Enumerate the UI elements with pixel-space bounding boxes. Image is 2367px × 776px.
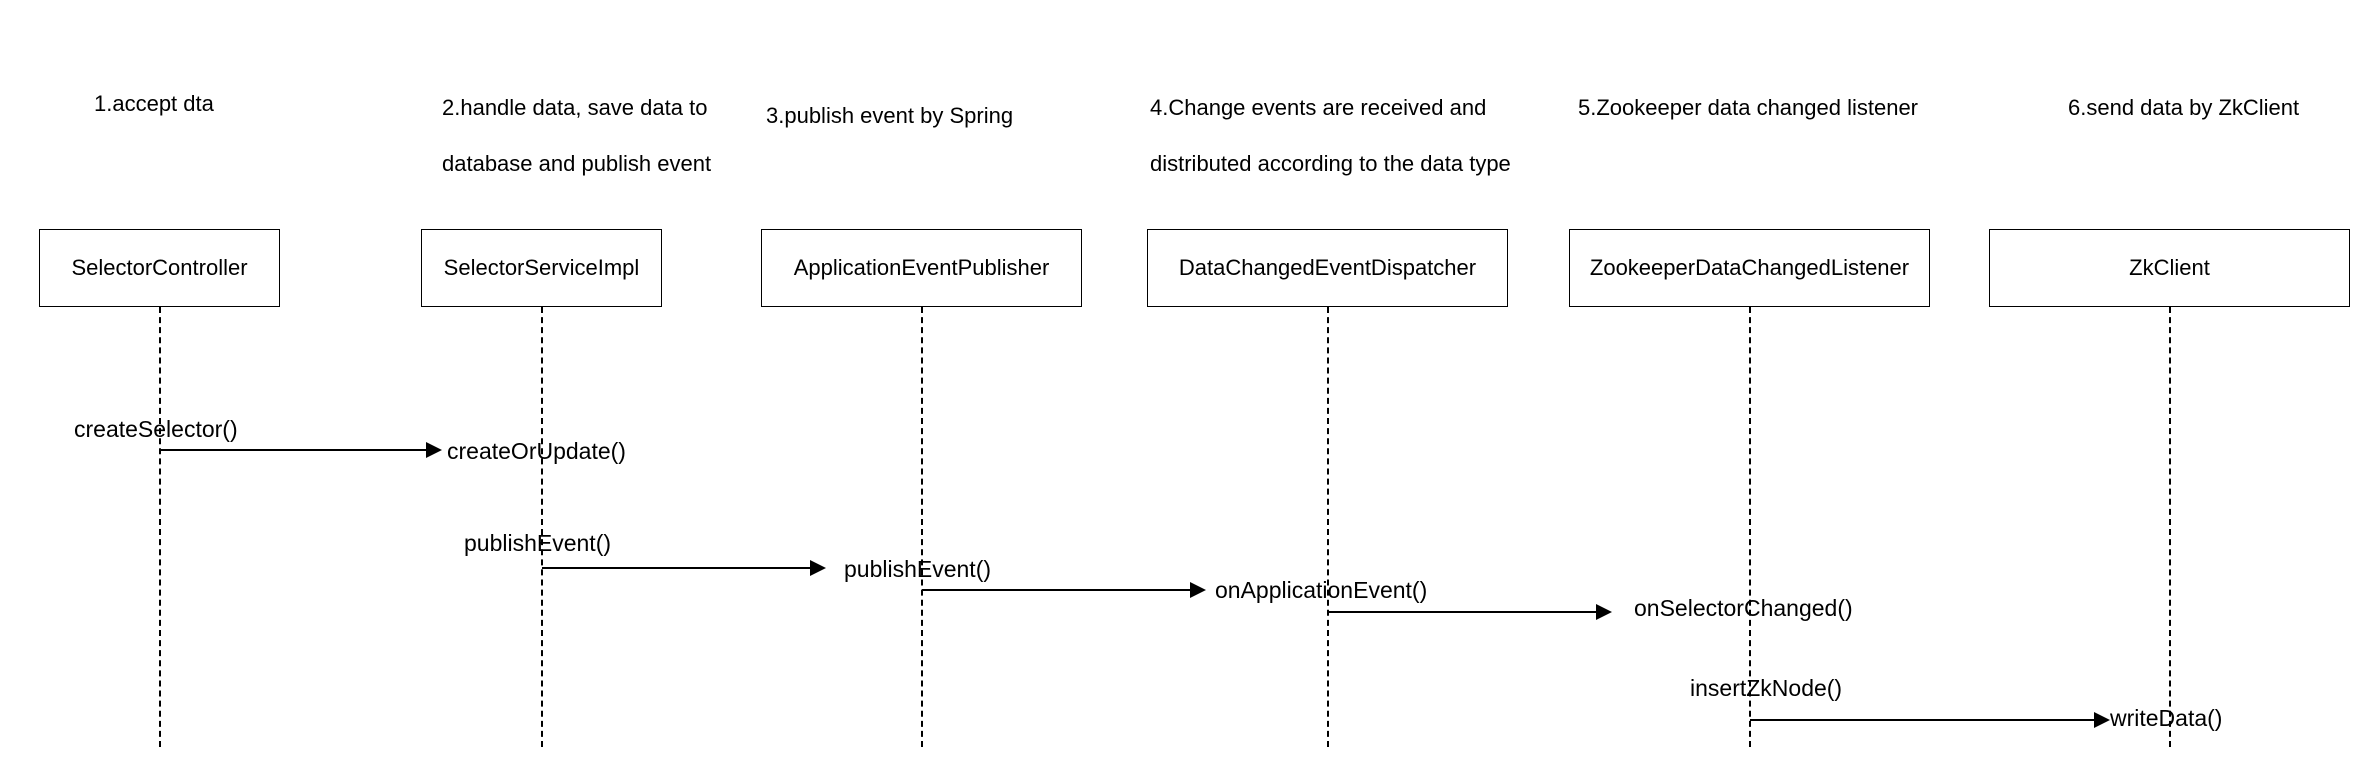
lifeline-application-event-publisher <box>921 307 923 747</box>
step-4-line-2: distributed according to the data type <box>1150 151 1511 176</box>
step-5-label: 5.Zookeeper data changed listener <box>1578 80 1918 136</box>
step-4-line-1: 4.Change events are received and <box>1150 95 1487 120</box>
step-4-label: 4.Change events are received and distrib… <box>1150 80 1511 192</box>
message-publish-event-call: publishEvent() <box>464 530 612 556</box>
participant-zookeeper-data-changed-listener[interactable]: ZookeeperDataChangedListener <box>1569 229 1930 307</box>
arrow-publish-event <box>542 560 826 576</box>
lifeline-data-changed-event-dispatcher <box>1327 307 1329 747</box>
step-1-line-1: 1.accept dta <box>94 91 214 116</box>
step-1-label: 1.accept dta <box>94 76 214 132</box>
step-2-line-2: database and publish event <box>442 151 712 176</box>
lifeline-zkclient <box>2169 307 2171 747</box>
step-6-line-1: 6.send data by ZkClient <box>2068 95 2300 120</box>
step-2-line-1: 2.handle data, save data to <box>442 95 708 120</box>
participant-selector-service-impl[interactable]: SelectorServiceImpl <box>421 229 662 307</box>
message-write-data: writeData() <box>2110 705 2223 731</box>
message-insert-zk-node: insertZkNode() <box>1690 675 1843 701</box>
step-3-line-1: 3.publish event by Spring <box>766 103 1014 128</box>
participant-selector-controller[interactable]: SelectorController <box>39 229 280 307</box>
participant-application-event-publisher[interactable]: ApplicationEventPublisher <box>761 229 1082 307</box>
message-create-selector: createSelector() <box>74 416 238 442</box>
arrow-create-selector <box>160 442 442 458</box>
message-on-application-event: onApplicationEvent() <box>1215 577 1428 603</box>
participant-data-changed-event-dispatcher[interactable]: DataChangedEventDispatcher <box>1147 229 1508 307</box>
message-create-or-update: createOrUpdate() <box>447 438 626 464</box>
step-2-label: 2.handle data, save data to database and… <box>442 80 711 192</box>
step-5-line-1: 5.Zookeeper data changed listener <box>1578 95 1919 120</box>
lifeline-zookeeper-data-changed-listener <box>1749 307 1751 747</box>
arrow-on-selector-changed <box>1328 604 1612 620</box>
step-6-label: 6.send data by ZkClient <box>2068 80 2299 136</box>
message-publish-event-recv: publishEvent() <box>844 556 992 582</box>
arrow-write-data <box>1750 712 2110 728</box>
step-3-label: 3.publish event by Spring <box>766 88 1013 144</box>
message-on-selector-changed: onSelectorChanged() <box>1634 595 1853 621</box>
participant-zkclient[interactable]: ZkClient <box>1989 229 2350 307</box>
lifeline-selector-controller <box>159 307 161 747</box>
arrow-on-application-event <box>922 582 1206 598</box>
lifeline-selector-service-impl <box>541 307 543 747</box>
